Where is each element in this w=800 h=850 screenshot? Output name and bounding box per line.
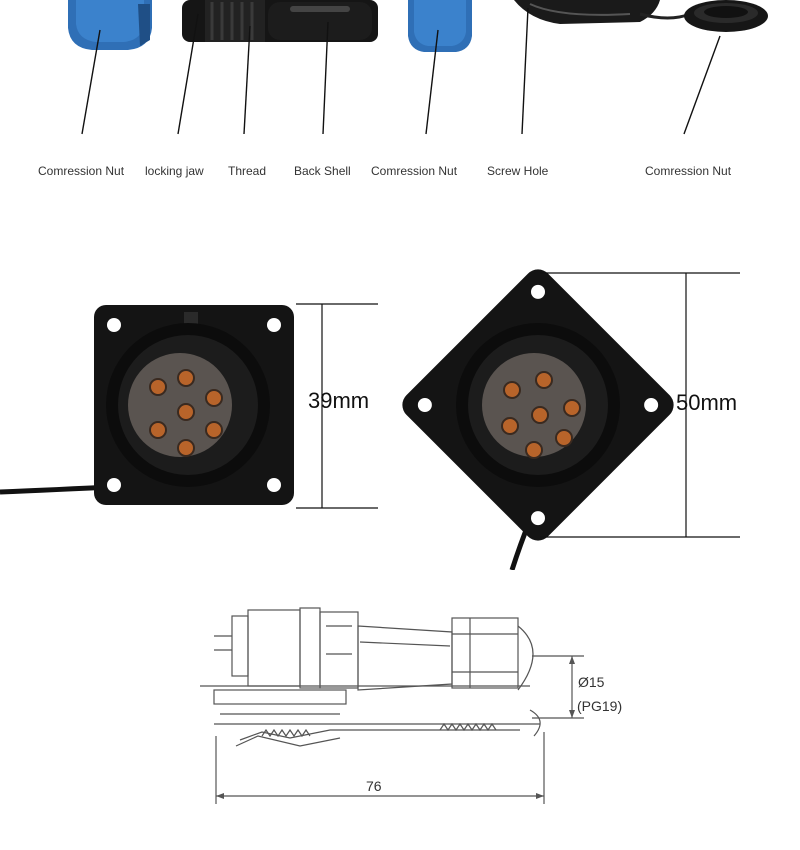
label-back-shell: Back Shell [294,164,351,178]
diamond-socket-face [456,323,620,487]
dimension-39mm [296,303,378,509]
blue-compression-nut-image-2 [408,0,472,52]
label-compression-nut-2: Comression Nut [371,164,458,178]
black-back-shell-image [182,0,378,42]
label-thread: Thread [228,164,267,178]
socket-with-cap-image [514,0,768,32]
label-screw-hole: Screw Hole [487,164,549,178]
dimension-50mm [540,272,740,538]
square-socket [94,305,294,505]
label-compression-nut-3: Comression Nut [645,164,732,178]
leader-lines [81,7,721,135]
technical-drawing: Ø15 (PG19) 76 [200,607,622,804]
length-label: 76 [366,778,382,794]
blue-compression-nut-image [68,0,152,50]
size-label-50mm: 50mm [676,390,738,415]
parts-photo-strip [68,0,768,135]
label-compression-nut-1: Comression Nut [38,164,125,178]
size-label-39mm: 39mm [308,388,370,413]
diameter-label: Ø15 [578,674,605,690]
pg-label: (PG19) [577,698,622,714]
socket-views [0,269,740,570]
label-locking-jaw: locking jaw [145,164,204,178]
